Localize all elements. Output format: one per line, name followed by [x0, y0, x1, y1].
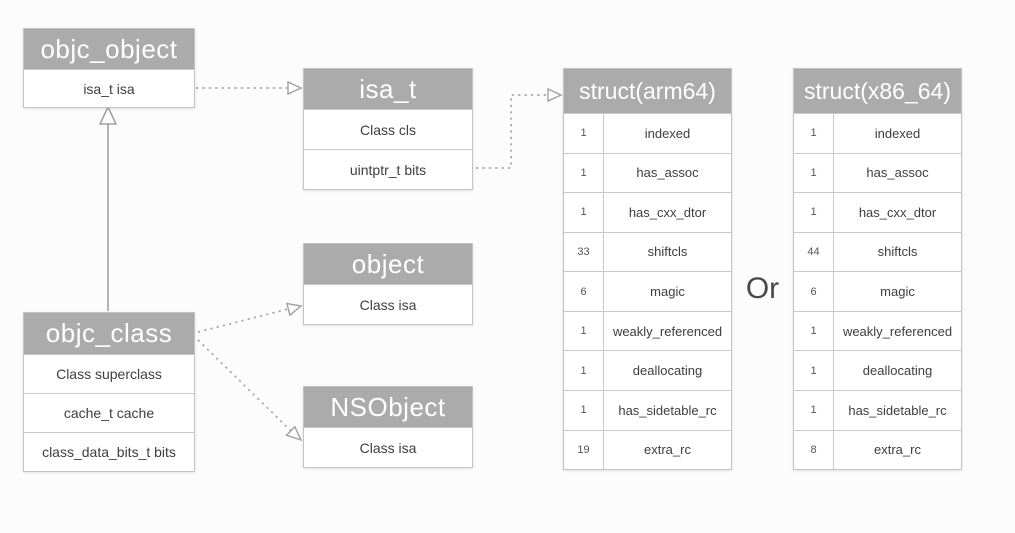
field-nsobject-class-isa: Class isa — [304, 427, 472, 467]
bit-count: 1 — [564, 390, 604, 430]
struct-title-arm64: struct(arm64) — [564, 69, 731, 113]
bit-field-name: indexed — [644, 125, 691, 141]
bit-field-name: has_assoc — [636, 165, 699, 181]
struct-row: 6 magic — [564, 271, 731, 311]
bit-count: 6 — [794, 272, 834, 311]
bit-field-name: has_cxx_dtor — [858, 204, 937, 220]
struct-table-x86-64: struct(x86_64) 1 indexed 1 has_assoc 1 has_… — [793, 68, 962, 470]
bit-count: 1 — [564, 114, 604, 153]
struct-row: 44 shiftcls — [794, 231, 961, 272]
bit-count: 1 — [564, 193, 604, 232]
struct-row: 1 has_cxx_dtor — [794, 192, 961, 232]
arrow-objc-object-to-isa-t — [196, 80, 303, 96]
struct-row: 1 has_sidetable_rc — [794, 389, 961, 430]
bit-field-name: extra_rc — [874, 442, 921, 458]
class-title-nsobject: NSObject — [304, 387, 472, 427]
struct-row: 1 has_assoc — [794, 152, 961, 193]
bit-field-name: deallocating — [632, 363, 703, 379]
class-title-object: object — [304, 244, 472, 284]
bit-field-name: shiftcls — [877, 244, 918, 260]
bit-field-name: has_assoc — [866, 165, 929, 181]
field-class-cls: Class cls — [304, 109, 472, 149]
struct-row: 1 has_assoc — [564, 152, 731, 193]
struct-row: 1 deallocating — [564, 350, 731, 390]
class-box-objc-class: objc_class Class superclass cache_t cach… — [23, 312, 195, 472]
struct-row: 8 extra_rc — [794, 429, 961, 470]
bit-field-name: magic — [880, 284, 915, 300]
bit-count: 6 — [564, 272, 604, 311]
bit-field-name: magic — [650, 284, 685, 300]
class-box-object: object Class isa — [303, 243, 473, 325]
bit-count: 1 — [564, 311, 604, 351]
bit-count: 1 — [794, 193, 834, 232]
struct-row: 1 weakly_referenced — [794, 310, 961, 351]
field-object-class-isa: Class isa — [304, 284, 472, 324]
struct-row: 33 shiftcls — [564, 231, 731, 272]
bit-field-name: extra_rc — [644, 442, 691, 458]
bit-field-name: weakly_referenced — [842, 323, 953, 339]
bit-count: 33 — [564, 232, 604, 272]
struct-row: 19 extra_rc — [564, 429, 731, 470]
class-box-isa-t: isa_t Class cls uintptr_t bits — [303, 68, 473, 190]
struct-table-arm64: struct(arm64) 1 indexed 1 has_assoc 1 has_c… — [563, 68, 732, 470]
arrow-isa-t-to-struct-arm64 — [476, 87, 563, 169]
bit-count: 1 — [794, 311, 834, 351]
struct-title-x86-64: struct(x86_64) — [794, 69, 961, 113]
class-title-isa-t: isa_t — [304, 69, 472, 109]
struct-row: 1 indexed — [564, 113, 731, 153]
class-title-objc-object: objc_object — [24, 29, 194, 69]
bit-field-name: has_sidetable_rc — [618, 402, 717, 418]
arrow-objc-class-to-objc-object — [98, 105, 118, 311]
struct-row: 1 has_cxx_dtor — [564, 192, 731, 232]
field-uintptr-t-bits: uintptr_t bits — [304, 149, 472, 189]
bit-count: 1 — [794, 351, 834, 390]
arrow-objc-class-to-object — [197, 302, 303, 333]
struct-row: 6 magic — [794, 271, 961, 311]
struct-row: 1 deallocating — [794, 350, 961, 390]
struct-row: 1 weakly_referenced — [564, 310, 731, 351]
bit-field-name: weakly_referenced — [612, 323, 723, 339]
class-box-nsobject: NSObject Class isa — [303, 386, 473, 468]
bit-count: 8 — [794, 430, 834, 470]
bit-count: 19 — [564, 430, 604, 470]
struct-row: 1 has_sidetable_rc — [564, 389, 731, 430]
or-label: Or — [745, 272, 780, 305]
bit-count: 1 — [564, 153, 604, 193]
struct-row: 1 indexed — [794, 113, 961, 153]
bit-field-name: has_sidetable_rc — [848, 402, 947, 418]
field-cache-t-cache: cache_t cache — [24, 393, 194, 432]
arrow-objc-class-to-nsobject — [197, 339, 303, 442]
bit-count: 1 — [564, 351, 604, 390]
class-title-objc-class: objc_class — [24, 313, 194, 354]
bit-count: 1 — [794, 153, 834, 193]
bit-count: 1 — [794, 114, 834, 153]
bit-field-name: has_cxx_dtor — [628, 204, 707, 220]
bit-field-name: shiftcls — [647, 244, 688, 260]
bit-field-name: deallocating — [862, 363, 933, 379]
field-isa-t-isa: isa_t isa — [24, 69, 194, 107]
field-class-superclass: Class superclass — [24, 354, 194, 393]
bit-field-name: indexed — [874, 125, 921, 141]
field-class-data-bits-t-bits: class_data_bits_t bits — [24, 432, 194, 471]
bit-count: 44 — [794, 232, 834, 272]
class-box-objc-object: objc_object isa_t isa — [23, 28, 195, 108]
bit-count: 1 — [794, 390, 834, 430]
